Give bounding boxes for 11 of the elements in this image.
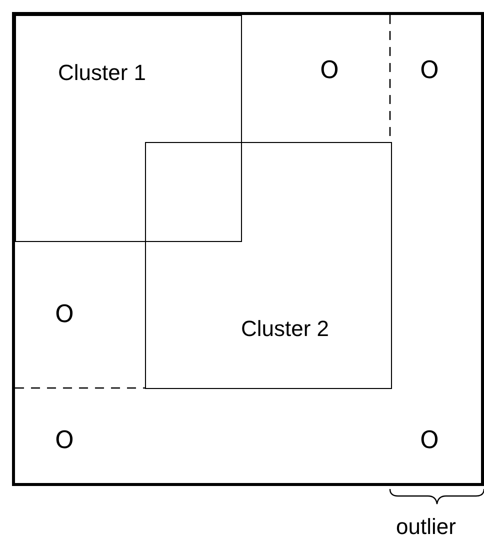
outlier-mark: O	[320, 56, 339, 84]
outlier-mark: O	[420, 56, 439, 84]
outlier-label: outlier	[396, 514, 456, 540]
outlier-mark: O	[55, 300, 74, 328]
outlier-mark: O	[420, 426, 439, 454]
cluster-label: Cluster 2	[241, 316, 330, 342]
outlier-mark: O	[55, 426, 74, 454]
cluster-box	[15, 15, 242, 242]
cluster-box	[145, 142, 392, 389]
cluster-label: Cluster 1	[58, 60, 146, 86]
frame-box	[12, 12, 484, 486]
